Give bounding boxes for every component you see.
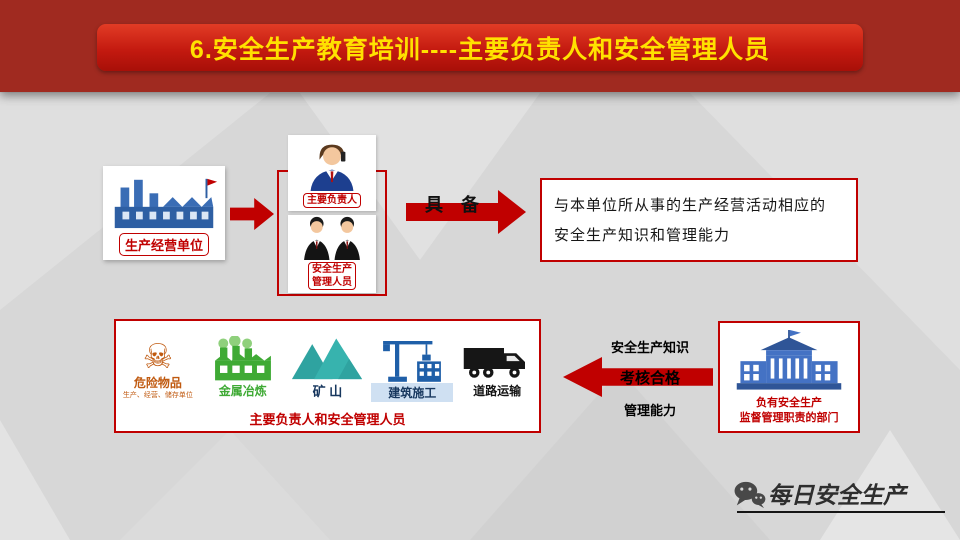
tile-mining: 矿 山: [286, 322, 369, 402]
tile-mining-label: 矿 山: [312, 384, 343, 399]
tile-road-transport: 道路运输: [456, 322, 538, 402]
safety-managers-icon: [304, 216, 360, 260]
crane-icon: [383, 341, 442, 382]
industries-caption: 主要负责人和安全管理人员: [249, 412, 406, 427]
assessment-ability-label: 管理能力: [623, 403, 676, 418]
assessment-pass-label: 考核合格: [619, 370, 680, 387]
main-person-label: 主要负责人: [303, 193, 361, 208]
safety-managers-card: 安全生产 管理人员: [288, 215, 376, 293]
tile-construction-label: 建筑施工: [371, 383, 454, 402]
requirement-line1: 与本单位所从事的生产经营活动相应的: [554, 197, 827, 214]
department-label: 负有安全生产 监督管理职责的部门: [740, 396, 839, 426]
safety-managers-label-line2: 管理人员: [312, 277, 352, 288]
equip-arrow-label: 具 备: [425, 195, 479, 215]
metal-factory-icon: [214, 336, 271, 381]
department-box: 负有安全生产 监督管理职责的部门: [718, 321, 860, 433]
government-building-icon: [736, 330, 842, 390]
factory-icon: [114, 178, 218, 229]
skull-icon: ☠: [142, 338, 174, 377]
tile-dangerous-goods: ☠ 危险物品 生产、经营、储存单位: [117, 322, 199, 402]
production-unit-card: 生产经营单位: [103, 166, 225, 260]
production-unit-label: 生产经营单位: [118, 233, 209, 256]
requirement-box: 与本单位所从事的生产经营活动相应的 安全生产知识和管理能力: [540, 178, 858, 262]
assessment-knowledge-label: 安全生产知识: [610, 340, 689, 355]
main-person-card: 主要负责人: [288, 135, 376, 211]
tile-dangerous-goods-label: 危险物品: [133, 376, 182, 391]
tile-dangerous-goods-sublabel: 生产、经营、储存单位: [122, 392, 193, 400]
page-title: 6.安全生产教育培训----主要负责人和安全管理人员: [189, 35, 771, 64]
tile-road-transport-label: 道路运输: [473, 384, 522, 398]
mountain-icon: [292, 338, 363, 380]
requirement-line2: 安全生产知识和管理能力: [554, 227, 731, 244]
equip-arrow-head-icon: [498, 190, 526, 234]
footer-divider: [737, 511, 945, 513]
department-label-line2: 监督管理职责的部门: [739, 411, 839, 424]
safety-managers-label: 安全生产 管理人员: [308, 262, 356, 290]
truck-icon: [463, 348, 526, 378]
title-banner: 6.安全生产教育培训----主要负责人和安全管理人员: [97, 24, 863, 71]
equip-arrow-bar: [406, 203, 499, 221]
brand-text: 每日安全生产: [768, 482, 906, 509]
safety-managers-label-line1: 安全生产: [312, 264, 352, 275]
wechat-icon: [734, 481, 766, 509]
department-label-line1: 负有安全生产: [756, 397, 822, 409]
tile-construction: 建筑施工: [371, 322, 454, 402]
main-person-icon: [310, 144, 354, 191]
tile-metal-smelting: 金属冶炼: [201, 322, 284, 402]
industry-tiles: ☠ 危险物品 生产、经营、储存单位 金属冶炼: [117, 322, 538, 402]
tile-metal-smelting-label: 金属冶炼: [218, 384, 267, 398]
